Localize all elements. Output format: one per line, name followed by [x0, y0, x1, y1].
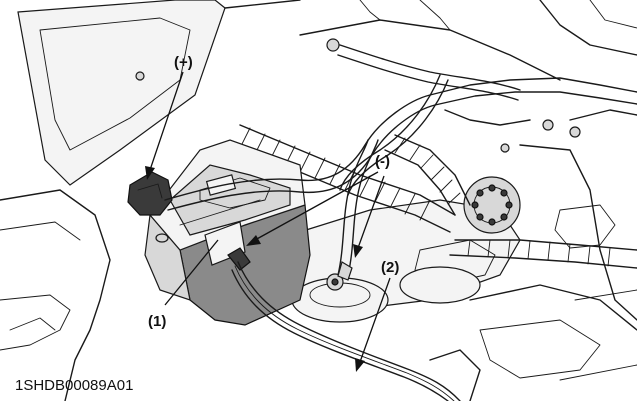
callout-leaders: [145, 71, 391, 372]
positive-terminal-cover: [127, 171, 173, 216]
label-item2: (2): [381, 259, 399, 276]
label-positive: (+): [174, 54, 193, 71]
disc-holes: [471, 184, 513, 226]
leader-negative-frame: [357, 175, 385, 249]
leader-item1: [164, 239, 219, 306]
leader-positive: [149, 71, 184, 171]
figure-code: 1SHDB00089A01: [15, 377, 133, 394]
arrowhead-positive: [145, 166, 155, 180]
arrowhead-negative-battery: [246, 235, 261, 246]
frame-ground-cable: [326, 139, 379, 291]
negative-cable: [227, 247, 461, 401]
label-item1: (1): [148, 313, 166, 330]
label-negative: (-): [375, 153, 390, 170]
upper-cable: [326, 38, 531, 196]
positive-cable: [164, 77, 637, 211]
leader-item2: [359, 277, 391, 363]
arrowhead-item2: [355, 358, 365, 372]
arrowhead-negative-frame: [353, 244, 363, 258]
leader-negative-battery: [254, 171, 379, 241]
